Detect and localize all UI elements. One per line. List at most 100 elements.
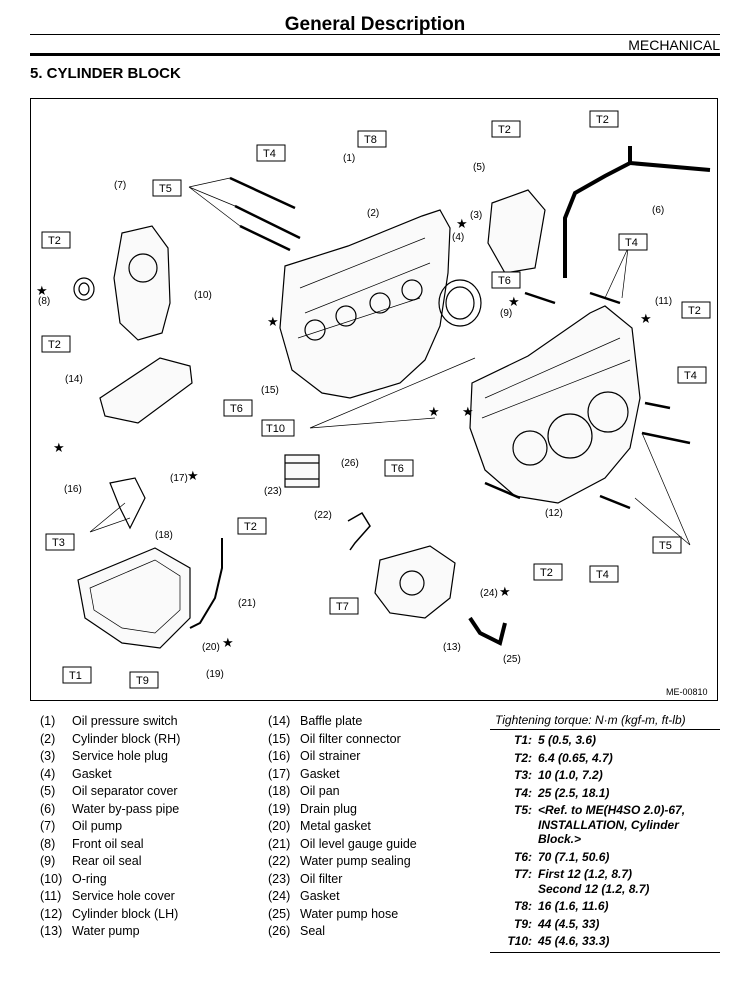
svg-text:T6: T6 [498, 275, 511, 287]
oil-pump [113, 225, 171, 341]
torque-key: T1: [514, 733, 532, 747]
svg-text:(21): (21) [238, 598, 256, 609]
legend-part-name: Front oil seal [72, 836, 144, 851]
legend-item: (13)Water pump [40, 923, 180, 941]
star-marks: ★★★ ★★★ ★★★ ★★ [36, 216, 652, 650]
legend-part-name: Rear oil seal [72, 854, 142, 868]
svg-text:T5: T5 [159, 183, 172, 195]
legend-part-name: Oil separator cover [72, 784, 178, 798]
legend-item: (25) Water pump hose [268, 906, 417, 924]
torque-key: T2: [514, 750, 532, 765]
legend-part-name: Oil filter connector [300, 731, 401, 746]
svg-text:T2: T2 [596, 114, 609, 126]
legend-number: (12) [40, 906, 63, 921]
torque-row: T6:70 (7.1, 50.6) [490, 850, 720, 865]
legend-part-name: Oil level gauge guide [300, 836, 417, 851]
legend-part-name: Baffle plate [300, 714, 363, 728]
svg-text:T2: T2 [244, 521, 257, 533]
svg-text:(8): (8) [38, 296, 50, 307]
torque-key: T4: [514, 785, 532, 800]
legend-part-name: Oil strainer [300, 749, 361, 763]
torque-value: <Ref. to ME(H4SO 2.0)-67, INSTALLATION, … [538, 803, 686, 846]
legend-part-name: Gasket [300, 766, 340, 781]
torque-key: T3: [514, 768, 532, 782]
svg-text:(5): (5) [473, 162, 485, 173]
svg-text:(2): (2) [367, 208, 379, 219]
torque-row: T10:45 (4.6, 33.3) [490, 934, 720, 949]
svg-text:T1: T1 [69, 670, 82, 682]
torque-row: T7:First 12 (1.2, 8.7) Second 12 (1.2, 8… [490, 867, 720, 896]
svg-text:T2: T2 [498, 124, 511, 136]
svg-text:T8: T8 [364, 134, 377, 146]
legend-item: (17) Gasket [268, 766, 417, 784]
legend-item: (9)Rear oil seal [40, 853, 180, 871]
legend-number: (7) [40, 819, 56, 833]
torque-value: 45 (4.6, 33.3) [538, 934, 610, 948]
legend-part-name: Cylinder block (LH) [72, 906, 179, 921]
legend-number: (14) [268, 714, 291, 728]
header-rule-thick [30, 53, 720, 56]
legend-number: (13) [40, 924, 63, 938]
torque-row: T5:<Ref. to ME(H4SO 2.0)-67, INSTALLATIO… [490, 803, 720, 847]
header-rule [30, 34, 720, 35]
legend-item: (21) Oil level gauge guide [268, 836, 417, 854]
figure-code: ME-00810 [666, 687, 708, 697]
svg-text:T3: T3 [52, 537, 65, 549]
legend-number: (3) [40, 749, 56, 763]
svg-text:(24): (24) [480, 588, 498, 599]
svg-text:★: ★ [456, 216, 468, 231]
legend-part-name: Oil filter [300, 871, 343, 886]
legend-number: (19) [268, 801, 291, 816]
svg-text:★: ★ [640, 311, 652, 326]
legend-part-name: Drain plug [300, 801, 357, 816]
torque-row: T2:6.4 (0.65, 4.7) [490, 751, 720, 766]
torque-value: 10 (1.0, 7.2) [538, 768, 603, 782]
legend-part-name: Water pump hose [300, 906, 399, 921]
svg-text:(14): (14) [65, 374, 83, 385]
svg-text:(25): (25) [503, 654, 521, 665]
legend-number: (5) [40, 784, 56, 798]
svg-text:(3): (3) [470, 210, 482, 221]
legend-item: (24) Gasket [268, 888, 417, 906]
legend-number: (20) [268, 819, 291, 833]
svg-text:T10: T10 [266, 423, 285, 435]
legend-number: (10) [40, 871, 63, 886]
legend-item: (11)Service hole cover [40, 888, 180, 906]
legend-col-2: (14)Baffle plate(15)Oil filter connector… [268, 713, 417, 941]
legend-number: (24) [268, 889, 291, 903]
legend-number: (1) [40, 714, 56, 728]
water-pump [374, 545, 456, 619]
svg-text:(4): (4) [452, 232, 464, 243]
legend-number: (21) [268, 836, 291, 851]
svg-text:(17): (17) [170, 473, 188, 484]
torque-title: Tightening torque: N·m (kgf-m, ft-lb) [490, 711, 720, 730]
svg-text:(23): (23) [264, 486, 282, 497]
svg-text:(22): (22) [314, 510, 332, 521]
svg-text:★: ★ [428, 404, 440, 419]
svg-text:(11): (11) [655, 296, 672, 307]
legend-part-name: Gasket [300, 889, 340, 903]
legend-item: (12) Cylinder block (LH) [40, 906, 180, 924]
torque-value: 16 (1.6, 11.6) [538, 899, 609, 913]
svg-text:★: ★ [499, 584, 511, 599]
torque-row: T3: 10 (1.0, 7.2) [490, 768, 720, 783]
svg-text:★: ★ [267, 314, 279, 329]
svg-text:(1): (1) [343, 153, 355, 164]
legend-item: (2)Cylinder block (RH) [40, 731, 180, 749]
svg-text:(19): (19) [206, 669, 224, 680]
part-number-labels: (1) (2) (3) (4) (5) (6) (7) (8) (9) (10)… [38, 153, 672, 680]
svg-text:T4: T4 [684, 370, 697, 382]
legend-item: (18)Oil pan [268, 783, 417, 801]
legend-number: (22) [268, 854, 291, 868]
legend-part-name: O-ring [72, 871, 107, 886]
cylinder-block-rh [279, 209, 451, 399]
legend-number: (25) [268, 906, 291, 921]
svg-text:T2: T2 [540, 567, 553, 579]
svg-text:(20): (20) [202, 642, 220, 653]
legend-part-name: Water by-pass pipe [72, 801, 180, 816]
legend-part-name: Oil pump [72, 819, 123, 833]
legend-number: (17) [268, 766, 291, 781]
legend-part-name: Gasket [72, 766, 112, 781]
legend-item: (22)Water pump sealing [268, 853, 417, 871]
svg-text:T2: T2 [48, 235, 61, 247]
